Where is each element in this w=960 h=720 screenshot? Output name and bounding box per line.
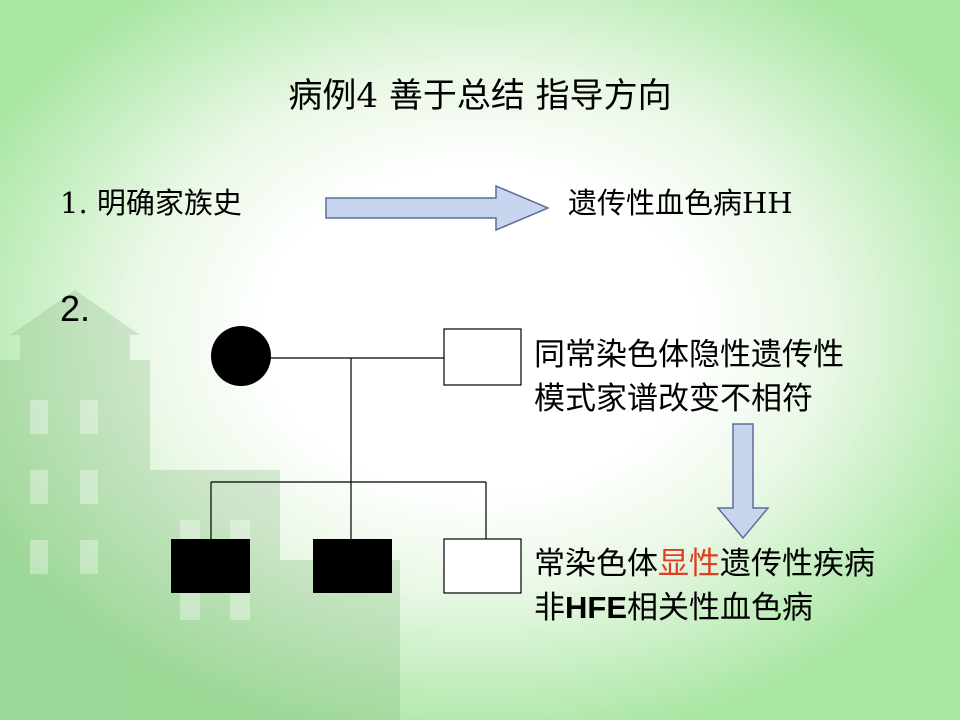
slide-title: 病例4 善于总结 指导方向 [288, 76, 672, 116]
dominant-highlight: 显性 [658, 546, 720, 582]
note-bottom-line-1: 常染色体显性遗传性疾病 [534, 542, 875, 586]
note-bottom-line-2-b: 相关性血色病 [627, 590, 813, 626]
unaffected-father-square [443, 328, 522, 386]
note-top-line-1: 同常染色体隐性遗传性 [534, 337, 844, 373]
note-bottom-line-2-a: 非 [534, 590, 565, 626]
hereditary-hemochromatosis-label: 遗传性血色病HH [568, 186, 793, 220]
note-bottom-line-1-a: 常染色体 [534, 546, 658, 582]
family-history-label: 1. 明确家族史 [60, 186, 242, 220]
affected-son-1-square [171, 539, 250, 593]
note-top-line-2: 模式家谱改变不相符 [534, 381, 813, 417]
down-arrow [716, 423, 770, 540]
unaffected-son-square [443, 538, 522, 594]
affected-mother-circle [211, 326, 271, 386]
item-2-label: 2. [60, 288, 91, 329]
dominant-conclusion-note: 常染色体显性遗传性疾病 非HFE相关性血色病 [534, 542, 875, 630]
hfe-gene-label: HFE [565, 590, 627, 625]
note-bottom-line-2: 非HFE相关性血色病 [534, 586, 875, 630]
note-bottom-line-1-b: 遗传性疾病 [720, 546, 875, 582]
right-arrow [325, 184, 550, 232]
affected-son-2-square [313, 539, 392, 593]
recessive-mismatch-note: 同常染色体隐性遗传性 模式家谱改变不相符 [534, 333, 844, 421]
